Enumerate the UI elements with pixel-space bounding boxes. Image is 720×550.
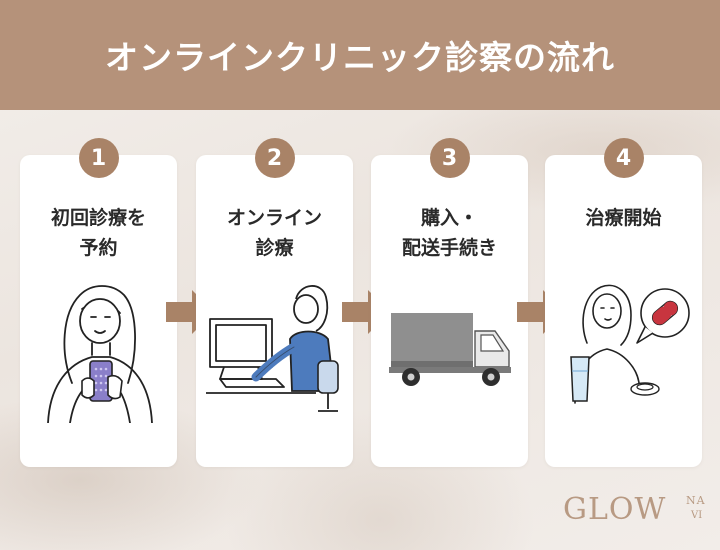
step-label-1-line-2: 予約 xyxy=(79,237,118,259)
step-number-4: 4 xyxy=(603,138,644,178)
step-label-1: 初回診療を 予約 xyxy=(20,203,177,263)
step-label-1-line-1: 初回診療を xyxy=(50,207,146,229)
step-number-1: 1 xyxy=(78,138,119,178)
logo-text: GLOW xyxy=(563,492,667,527)
step-label-4: 治療開始 xyxy=(545,203,702,233)
step-label-3-line-1: 購入・ xyxy=(420,207,478,229)
step-number-2: 2 xyxy=(254,138,295,178)
step-label-2-line-2: 診療 xyxy=(255,237,294,259)
woman-pill-icon xyxy=(570,284,690,404)
step-card-1: 1 初回診療を 予約 xyxy=(20,138,177,467)
step-label-2-line-1: オンライン xyxy=(226,207,322,229)
step-card-3: 3 購入・ 配送手続き xyxy=(371,138,528,467)
step-label-2: オンライン 診療 xyxy=(196,203,353,263)
step-label-4-line-1: 治療開始 xyxy=(585,207,662,229)
computer-user-icon xyxy=(206,285,339,412)
step-card-2: 2 オンライン 診療 xyxy=(196,138,353,467)
step-card-4: 4 治療開始 xyxy=(545,138,702,467)
logo-sub-text: VI xyxy=(691,510,703,521)
delivery-truck-icon xyxy=(389,313,511,386)
step-number-3: 3 xyxy=(429,138,470,178)
woman-phone-icon xyxy=(47,285,153,423)
step-label-3-line-2: 配送手続き xyxy=(401,237,497,259)
glow-navi-logo: GLOW NA VI xyxy=(563,492,705,528)
page-title: オンラインクリニック診察の流れ xyxy=(105,38,615,77)
logo-sup-text: NA xyxy=(686,494,706,507)
step-label-3: 購入・ 配送手続き xyxy=(371,203,528,263)
header-banner: オンラインクリニック診察の流れ xyxy=(0,0,720,110)
